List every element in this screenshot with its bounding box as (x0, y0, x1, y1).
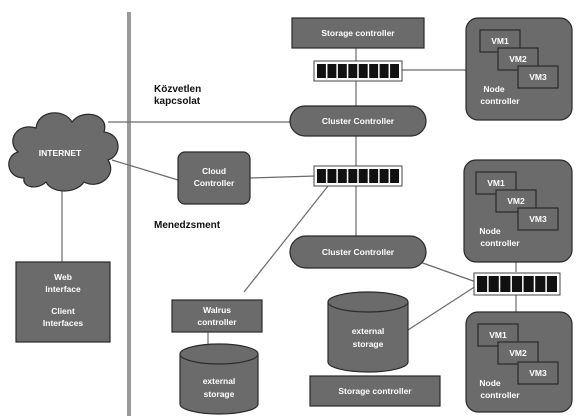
switch-port (390, 169, 399, 183)
switch-port (379, 169, 389, 183)
switch-port (379, 64, 389, 78)
internet-label: INTERNET (39, 148, 82, 158)
switch-port (477, 276, 488, 292)
switch-port (369, 64, 379, 78)
direct-connection-line2: kapcsolat (154, 96, 201, 107)
node-controller-line1: Node (483, 84, 505, 94)
divider-line (127, 12, 131, 416)
walrus-controller-line1: Walrus (203, 305, 231, 315)
web-interface-line1: Web (54, 272, 72, 282)
vm2-label: VM2 (509, 348, 527, 358)
switch-port (523, 276, 534, 292)
cluster-controller-top: Cluster Controller (289, 105, 427, 137)
vm1-label: VM1 (487, 178, 505, 188)
client-interfaces-line1: Client (51, 306, 75, 316)
cluster-controller-top-label: Cluster Controller (322, 116, 395, 126)
cluster-storage-line2: storage (353, 339, 384, 349)
storage-controller-bottom-label: Storage controller (338, 386, 412, 396)
walrus-storage-line1: external (203, 376, 236, 386)
management-label: Menedzsment (154, 220, 221, 231)
cluster-storage-line1: external (352, 326, 385, 336)
switch-port (337, 64, 347, 78)
switch-port (348, 169, 358, 183)
vm1-label: VM1 (491, 36, 509, 46)
cluster-external-storage: external storage (327, 291, 409, 373)
switch-port (535, 276, 546, 292)
vm2-label: VM2 (509, 54, 527, 64)
walrus-controller-line2: controller (197, 317, 237, 327)
storage-controller-top-label: Storage controller (321, 28, 395, 38)
node-controller-top: VM1 VM2 VM3 Node controller (465, 17, 573, 121)
node-controller-line2: controller (480, 238, 520, 248)
switch-port (337, 169, 347, 183)
switch-port (511, 276, 523, 292)
switch-right (473, 272, 561, 296)
web-interface-box: Web Interface Client Interfaces (15, 261, 111, 343)
storage-controller-bottom: Storage controller (309, 375, 441, 407)
walrus-controller: Walrus controller (171, 299, 263, 333)
walrus-storage-line2: storage (204, 389, 235, 399)
switch-port (327, 64, 337, 78)
node-controller-line1: Node (479, 226, 501, 236)
switch-port (369, 169, 379, 183)
cloud-controller-line2: Controller (194, 178, 235, 188)
cluster-controller-bottom: Cluster Controller (289, 235, 427, 269)
cloud-controller: Cloud Controller (177, 151, 251, 205)
switch-port (390, 64, 399, 78)
vm3-label: VM3 (529, 72, 547, 82)
web-interface-line2: Interface (45, 284, 81, 294)
switch-top (313, 60, 403, 82)
switch-port (358, 169, 368, 183)
switch-port (327, 169, 337, 183)
switch-port (500, 276, 511, 292)
node-controller-middle: VM1 VM2 VM3 Node controller (463, 159, 573, 263)
client-interfaces-line2: Interfaces (43, 318, 83, 328)
direct-connection-line1: Közvetlen (154, 84, 201, 95)
switch-port (317, 169, 326, 183)
vm3-label: VM3 (529, 214, 547, 224)
vm2-label: VM2 (507, 196, 525, 206)
node-controller-line2: controller (480, 96, 520, 106)
walrus-external-storage: external storage (179, 343, 259, 415)
node-controller-bottom: VM1 VM2 VM3 Node controller (465, 311, 573, 413)
storage-controller-top: Storage controller (291, 17, 425, 49)
switch-port (358, 64, 368, 78)
node-controller-line2: controller (480, 390, 520, 400)
node-controller-line1: Node (479, 378, 501, 388)
connection-lines (61, 48, 517, 344)
vm1-label: VM1 (489, 330, 507, 340)
cluster-controller-bottom-label: Cluster Controller (322, 247, 395, 257)
vm3-label: VM3 (529, 368, 547, 378)
switch-port (348, 64, 358, 78)
switch-middle (313, 165, 403, 187)
cloud-controller-line1: Cloud (202, 166, 226, 176)
switch-port (546, 276, 557, 292)
switch-port (317, 64, 326, 78)
switch-port (488, 276, 499, 292)
internet-cloud: INTERNET (8, 112, 119, 192)
